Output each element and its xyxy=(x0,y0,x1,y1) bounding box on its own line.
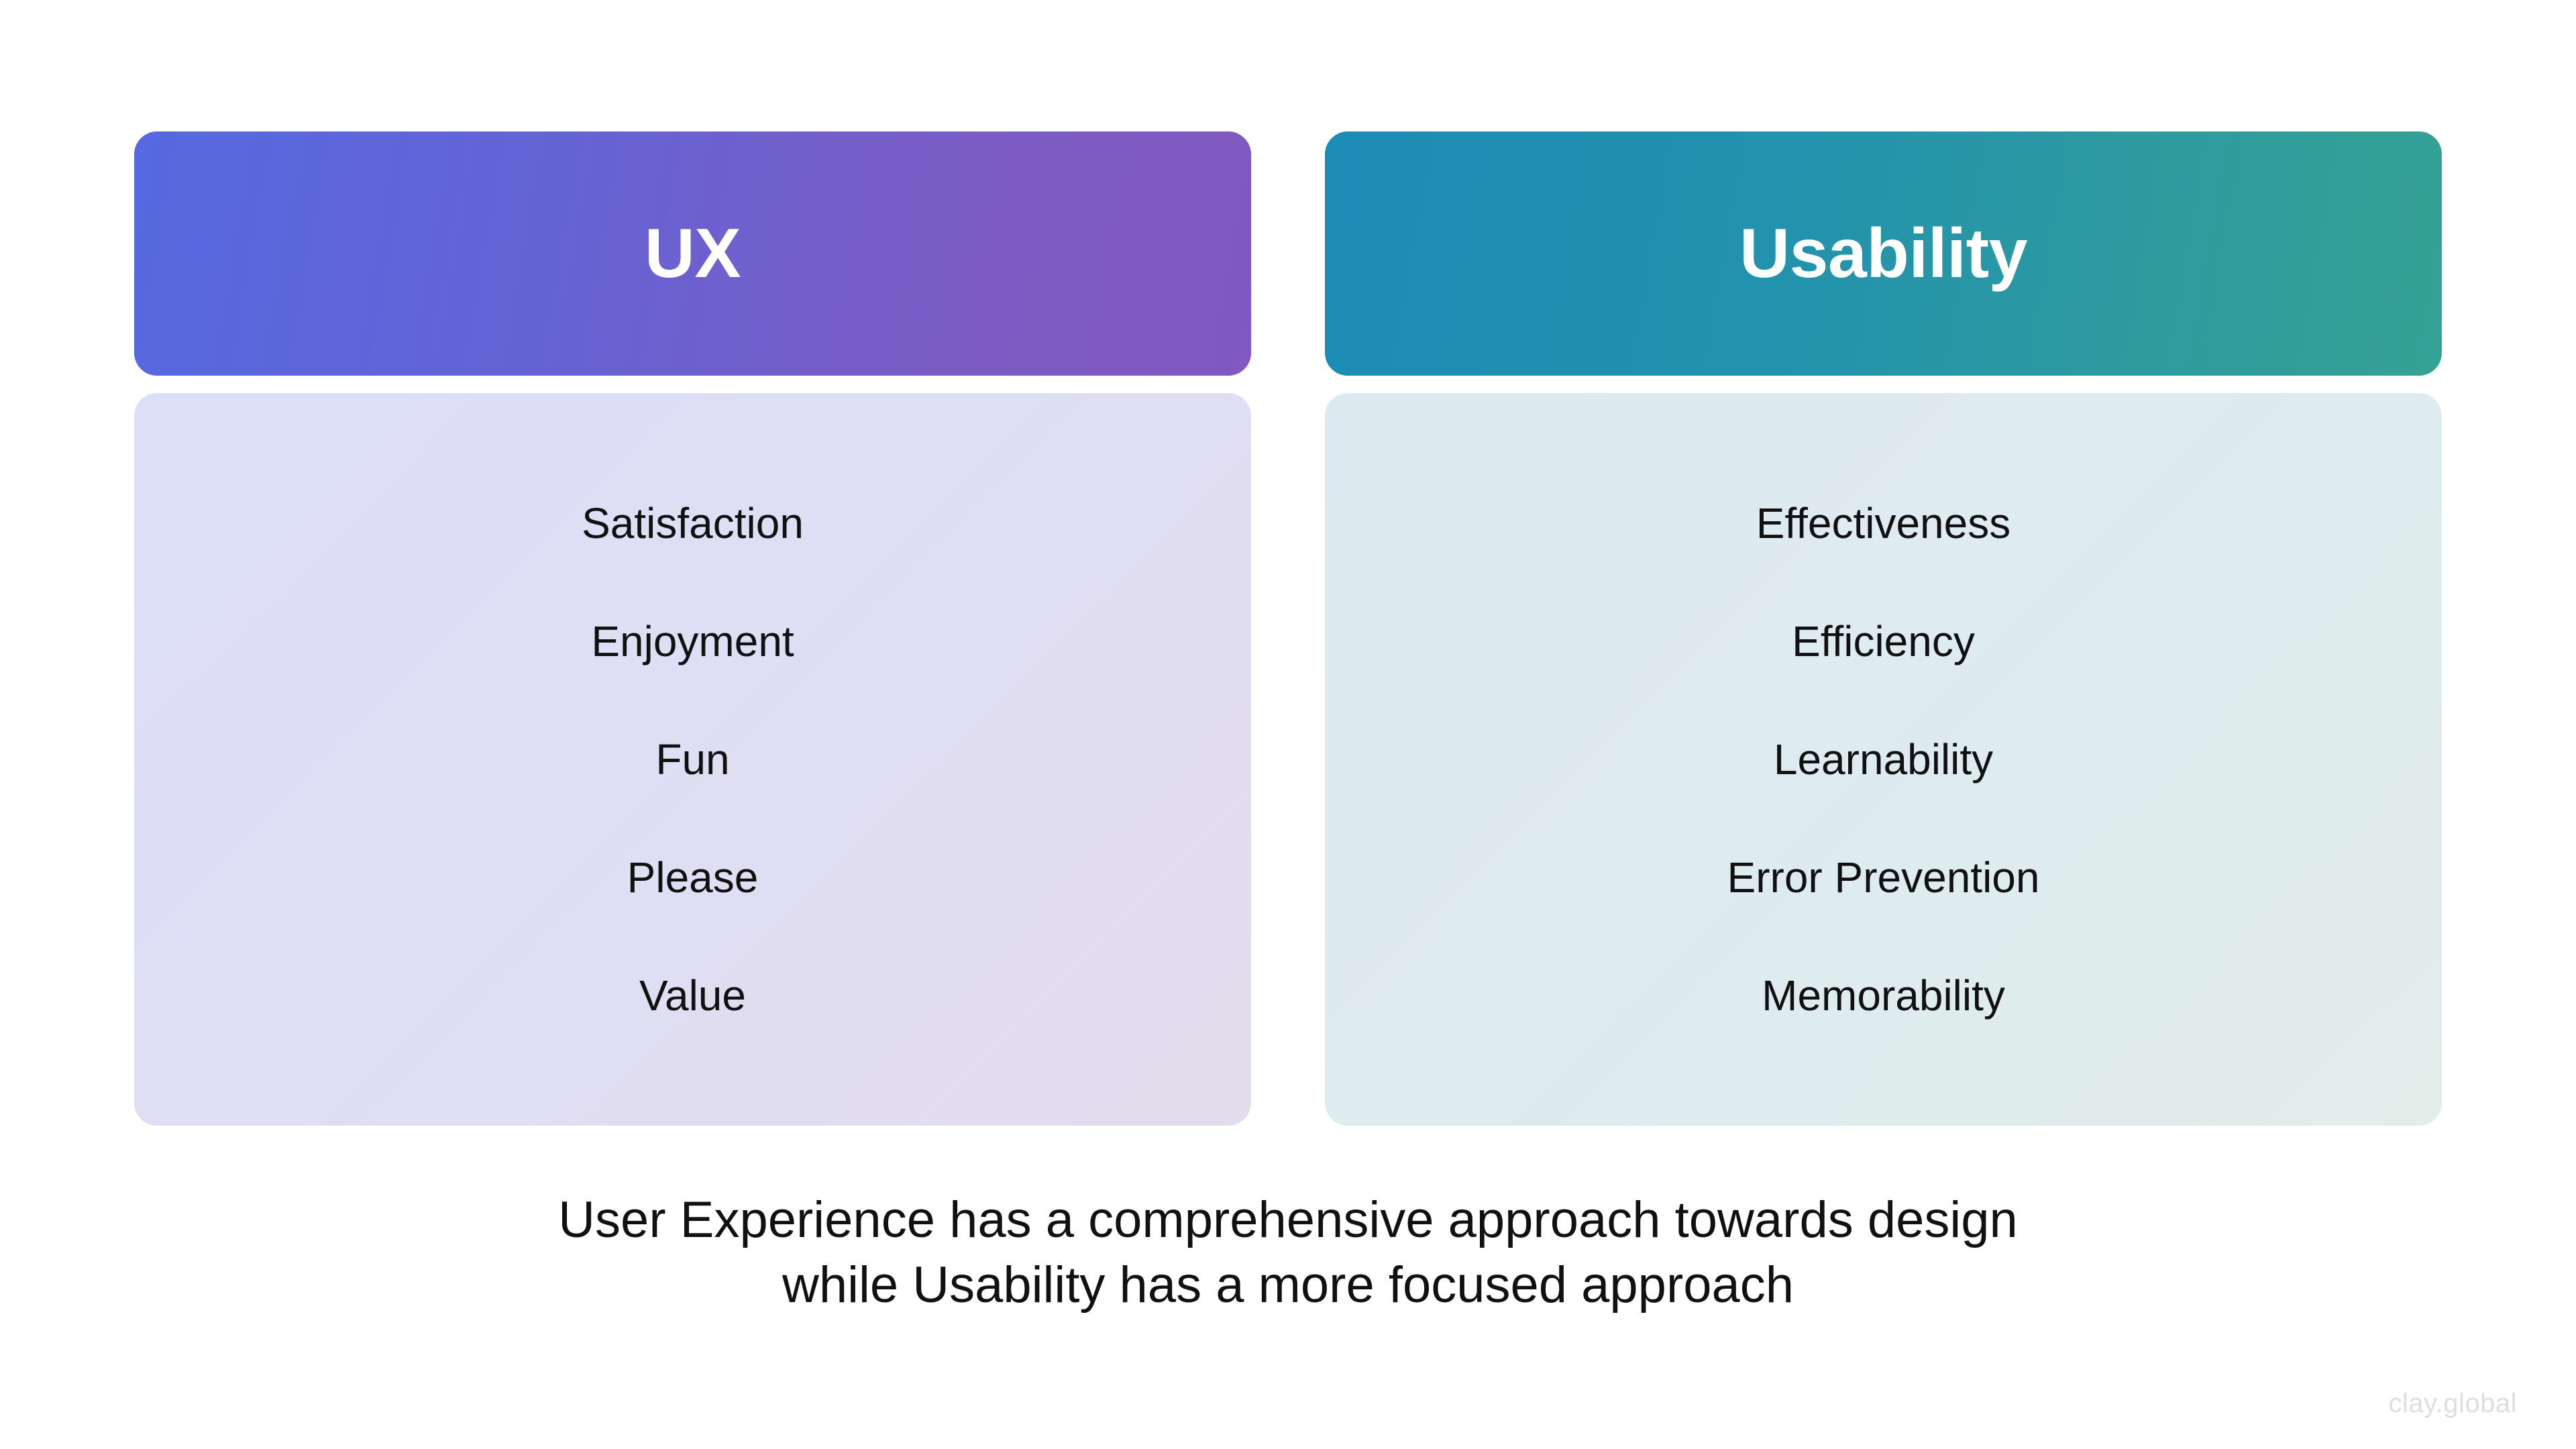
column-header-usability: Usability xyxy=(1325,131,2442,376)
list-item: Please xyxy=(627,853,759,902)
attribute-list-ux: Satisfaction Enjoyment Fun Please Value xyxy=(161,502,1224,1017)
caption-line-1: User Experience has a comprehensive appr… xyxy=(558,1191,2018,1248)
comparison-columns: UX Satisfaction Enjoyment Fun Please Val… xyxy=(134,131,2442,1126)
watermark: clay.global xyxy=(2388,1389,2517,1418)
list-item: Value xyxy=(639,971,746,1020)
list-item: Effectiveness xyxy=(1756,499,2011,547)
list-item: Error Prevention xyxy=(1727,853,2040,902)
list-item: Fun xyxy=(655,735,730,784)
caption-line-2: while Usability has a more focused appro… xyxy=(782,1256,1794,1314)
column-usability: Usability Effectiveness Efficiency Learn… xyxy=(1325,131,2442,1126)
column-body-usability: Effectiveness Efficiency Learnability Er… xyxy=(1325,393,2442,1126)
list-item: Learnability xyxy=(1773,735,1994,784)
column-header-ux: UX xyxy=(134,131,1251,376)
caption: User Experience has a comprehensive appr… xyxy=(0,1187,2576,1318)
list-item: Memorability xyxy=(1762,971,2005,1020)
column-ux: UX Satisfaction Enjoyment Fun Please Val… xyxy=(134,131,1251,1126)
list-item: Efficiency xyxy=(1792,617,1975,665)
list-item: Enjoyment xyxy=(591,617,794,665)
column-body-ux: Satisfaction Enjoyment Fun Please Value xyxy=(134,393,1251,1126)
attribute-list-usability: Effectiveness Efficiency Learnability Er… xyxy=(1352,502,2415,1017)
list-item: Satisfaction xyxy=(582,499,804,547)
